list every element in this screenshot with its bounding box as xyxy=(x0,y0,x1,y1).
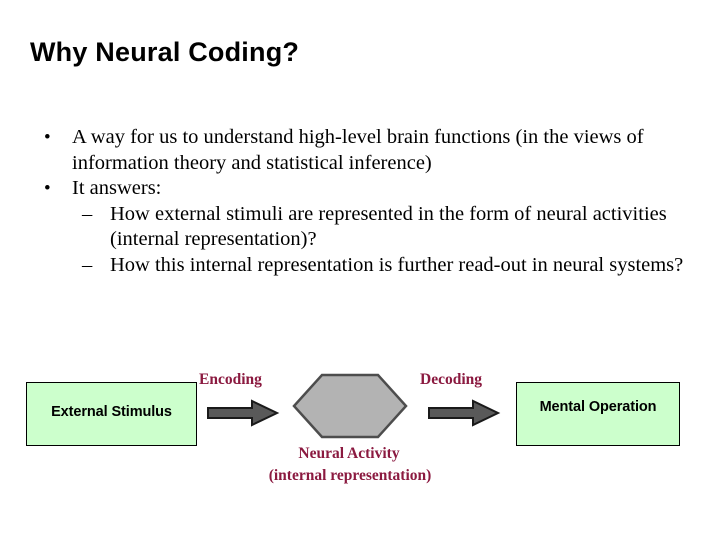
bullet-text: It answers: xyxy=(72,177,162,199)
diagram-label-encoding: Encoding xyxy=(199,371,262,388)
diagram-caption-line-2: (internal representation) xyxy=(268,467,432,484)
bullet-item-2: • It answers: xyxy=(34,176,694,202)
bullet-list: • A way for us to understand high-level … xyxy=(34,125,694,278)
bullet-text: How external stimuli are represented in … xyxy=(110,202,667,251)
arrow-right-icon xyxy=(207,399,280,427)
diagram-node-label: External Stimulus xyxy=(51,404,172,420)
bullet-item-4: – How this internal representation is fu… xyxy=(34,253,694,279)
bullet-text: A way for us to understand high-level br… xyxy=(72,126,644,174)
bullet-item-3: – How external stimuli are represented i… xyxy=(34,202,694,253)
bullet-item-1: • A way for us to understand high-level … xyxy=(34,125,694,176)
bullet-marker: – xyxy=(82,202,93,225)
diagram-caption-neural-activity: Neural Activity (internal representation… xyxy=(0,443,700,487)
diagram-node-neural-activity xyxy=(292,373,408,439)
arrow-right-icon xyxy=(428,399,501,427)
diagram-caption-line-1: Neural Activity xyxy=(298,445,400,462)
diagram-node-label: Mental Operation xyxy=(539,399,657,415)
bullet-marker: • xyxy=(44,127,51,148)
bullet-text: How this internal representation is furt… xyxy=(110,253,684,276)
diagram-node-external-stimulus: External Stimulus xyxy=(26,382,197,446)
diagram-label-decoding: Decoding xyxy=(420,371,482,388)
bullet-marker: • xyxy=(44,178,51,199)
bullet-marker: – xyxy=(82,253,93,276)
diagram-node-mental-operation: Mental Operation xyxy=(516,382,680,446)
page-title: Why Neural Coding? xyxy=(30,37,300,67)
